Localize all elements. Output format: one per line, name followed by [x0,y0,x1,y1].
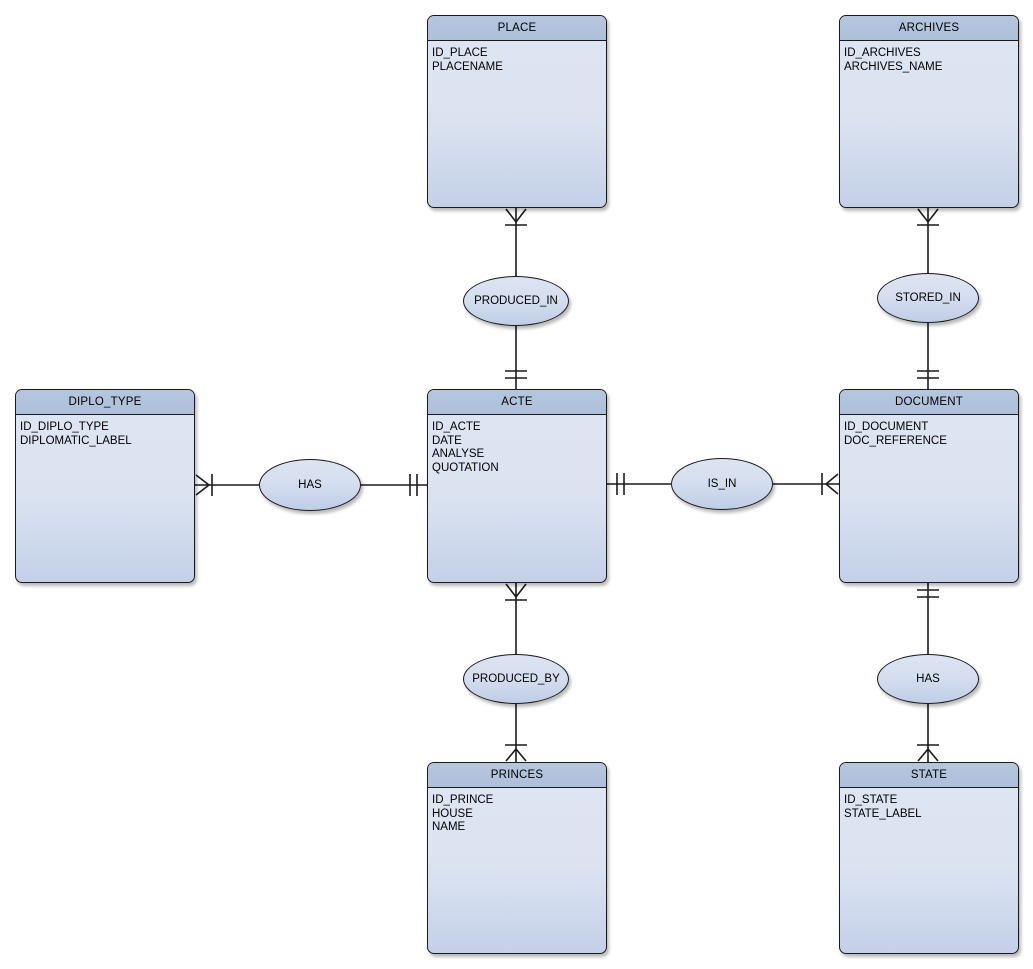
relationship-has-state[interactable]: HAS [877,654,979,704]
connector-acte-is_in [607,473,671,495]
connector-has-state [917,703,939,762]
attribute: ARCHIVES_NAME [844,60,943,73]
entity-diplo-type-attributes: ID_DIPLO_TYPE DIPLOMATIC_LABEL [16,415,194,448]
attribute: ID_ARCHIVES [844,47,921,59]
attribute: DIPLOMATIC_LABEL [20,434,132,447]
entity-place-title: PLACE [428,16,606,41]
attribute: NAME [432,821,466,834]
entity-state[interactable]: STATE ID_STATE STATE_LABEL [839,762,1019,954]
connector-diplo_type-has [195,474,259,496]
entity-acte[interactable]: ACTE ID_ACTE DATE ANALYSE QUOTATION [427,389,607,583]
attribute: ANALYSE [432,448,485,461]
entity-place-attributes: ID_PLACE PLACENAME [428,41,606,74]
entity-state-title: STATE [840,763,1018,788]
connector-produced_in-acte [505,325,527,389]
attribute: ID_PLACE [432,47,488,59]
attribute: ID_PRINCE [432,794,494,806]
attribute: HOUSE [432,807,473,820]
entity-archives-attributes: ID_ARCHIVES ARCHIVES_NAME [840,41,1018,74]
relationship-produced-by[interactable]: PRODUCED_BY [463,654,569,704]
entity-document-attributes: ID_DOCUMENT DOC_REFERENCE [840,415,1018,448]
attribute: QUOTATION [432,462,499,475]
entity-archives-title: ARCHIVES [840,16,1018,41]
entity-diplo-type[interactable]: DIPLO_TYPE ID_DIPLO_TYPE DIPLOMATIC_LABE… [15,389,195,583]
connector-is_in-document [773,473,839,495]
entity-princes[interactable]: PRINCES ID_PRINCE HOUSE NAME [427,762,607,954]
relationship-has-diplo-type[interactable]: HAS [259,459,361,511]
connector-document-has [917,583,939,655]
attribute: STATE_LABEL [844,807,922,820]
entity-state-attributes: ID_STATE STATE_LABEL [840,788,1018,821]
entity-princes-title: PRINCES [428,763,606,788]
attribute: ID_DIPLO_TYPE [20,421,109,433]
attribute: DATE [432,434,462,447]
entity-document[interactable]: DOCUMENT ID_DOCUMENT DOC_REFERENCE [839,389,1019,583]
connector-stored_in-document [917,322,939,389]
connector-has-acte [361,474,427,496]
relationship-produced-in[interactable]: PRODUCED_IN [463,276,569,326]
entity-acte-attributes: ID_ACTE DATE ANALYSE QUOTATION [428,415,606,476]
entity-archives[interactable]: ARCHIVES ID_ARCHIVES ARCHIVES_NAME [839,15,1019,208]
connector-produced_by-princes [505,703,527,762]
attribute: PLACENAME [432,60,503,73]
attribute: DOC_REFERENCE [844,434,947,447]
relationship-is-in[interactable]: IS_IN [671,458,773,510]
attribute: ID_ACTE [432,421,481,433]
entity-document-title: DOCUMENT [840,390,1018,415]
entity-acte-title: ACTE [428,390,606,415]
attribute: ID_DOCUMENT [844,421,929,433]
relationship-stored-in[interactable]: STORED_IN [877,273,979,323]
connector-place-produced_in [505,208,527,277]
attribute: ID_STATE [844,794,898,806]
connector-acte-produced_by [505,583,527,655]
entity-princes-attributes: ID_PRINCE HOUSE NAME [428,788,606,835]
entity-place[interactable]: PLACE ID_PLACE PLACENAME [427,15,607,208]
entity-diplo-type-title: DIPLO_TYPE [16,390,194,415]
connector-archives-stored_in [917,208,939,274]
